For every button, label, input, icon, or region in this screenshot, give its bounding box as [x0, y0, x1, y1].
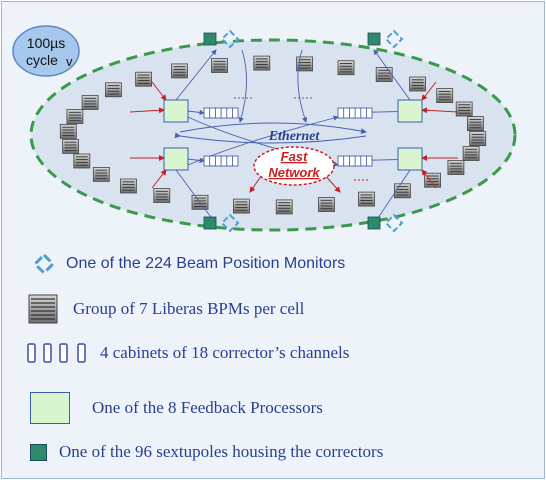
ethernet-link — [174, 122, 367, 144]
legend-bpm-text: One of the 224 Beam Position Monitors — [66, 255, 346, 272]
corrector-cabinets-icon — [27, 343, 86, 363]
fast-network-label-1: Fast — [281, 149, 308, 164]
libera-group-box — [253, 55, 271, 71]
bpm-monitor-diamond — [384, 29, 404, 49]
ethernet-arrow — [187, 109, 205, 116]
feedback-processor-box — [163, 99, 189, 123]
ethernet-arrow — [175, 169, 217, 225]
corrector-cabinet-set — [337, 107, 373, 119]
ethernet-arrow — [175, 49, 217, 101]
ethernet-arrow — [187, 115, 339, 166]
fast-network-ellipse — [253, 146, 335, 186]
libera-group-box — [337, 60, 355, 76]
libera-group-box — [447, 160, 465, 175]
legend-bpm: One of the 224 Beam Position Monitors — [32, 252, 345, 276]
libera-group-box — [232, 198, 250, 214]
libera-group-box — [409, 76, 427, 92]
libera-group-box — [92, 166, 110, 182]
libera-group-box — [358, 191, 375, 207]
legend-cabinets: 4 cabinets of 18 corrector’s channels — [26, 342, 349, 364]
ethernet-arrow — [187, 157, 205, 164]
fast-network-arrow — [151, 169, 167, 189]
libera-group-box — [171, 63, 188, 79]
legend-feedback-text: One of the 8 Feedback Processors — [92, 398, 323, 417]
legend-libera: Group of 7 Liberas BPMs per cell — [28, 294, 304, 324]
sextupole-box — [203, 216, 217, 230]
libera-group-box — [153, 188, 171, 203]
libera-group-box — [73, 153, 91, 169]
libera-group-box — [466, 116, 484, 131]
bpm-monitor-icon — [32, 252, 56, 276]
legend-sextupoles: One of the 96 sextupoles housing the cor… — [30, 442, 383, 462]
libera-group-box — [81, 95, 99, 110]
bpm-monitor-diamond — [220, 29, 240, 49]
corrector-cabinet-set — [337, 155, 373, 167]
ethernet-arrow — [373, 49, 411, 101]
fast-network-arrow — [129, 107, 165, 114]
sextupole-box — [367, 32, 381, 46]
ethernet-arrow — [238, 49, 247, 123]
sextupole-box — [367, 216, 381, 230]
bpm-monitor-diamond — [220, 213, 240, 233]
libera-group-box — [135, 71, 153, 87]
feedback-processor-box — [397, 147, 423, 171]
ethernet-label: Ethernet — [268, 129, 321, 144]
libera-group-box — [436, 88, 454, 103]
libera-group-icon — [28, 294, 58, 324]
corrector-cabinet-set — [203, 155, 239, 167]
libera-group-box — [62, 138, 79, 154]
feedback-processors — [163, 99, 423, 171]
corrector-cabinet-set — [203, 107, 239, 119]
feedback-processor-box — [397, 99, 423, 123]
sextupole-box — [203, 32, 217, 46]
libera-group-box — [455, 101, 473, 117]
ethernet-arrow — [373, 169, 411, 225]
feedback-processor-icon — [30, 392, 70, 424]
fast-network-label-2: Network — [268, 165, 320, 180]
libera-group-box — [424, 172, 442, 188]
svg-text:v: v — [66, 54, 73, 69]
libera-group-box — [105, 82, 122, 98]
feedback-processor-box — [163, 147, 189, 171]
legend-cabinets-text: 4 cabinets of 18 corrector’s channels — [100, 343, 350, 362]
svg-text:cycle: cycle — [26, 52, 58, 68]
libera-group-box — [211, 58, 228, 73]
corrector-cabinets — [203, 107, 373, 167]
libera-group-box — [375, 67, 393, 82]
sextupole-icon — [30, 443, 47, 461]
libera-group-box — [469, 131, 487, 147]
cycle-badge: 100µs cycle v — [12, 25, 80, 77]
fast-network-arrow — [421, 169, 437, 189]
libera-group-box — [59, 124, 77, 139]
fast-network-arrow — [421, 107, 459, 114]
network-diagram: 100µs cycle v Ethernet Fast Network — [12, 25, 517, 233]
libera-group-box — [462, 146, 480, 161]
bpm-monitor-diamond — [384, 213, 404, 233]
legend-sextupoles-text: One of the 96 sextupoles housing the cor… — [59, 442, 384, 461]
svg-text:100µs: 100µs — [27, 35, 65, 51]
libera-group-box — [275, 199, 293, 215]
libera-group-box — [296, 56, 314, 72]
legend-feedback: One of the 8 Feedback Processors — [30, 392, 323, 424]
legend-libera-text: Group of 7 Liberas BPMs per cell — [73, 299, 305, 318]
libera-group-box — [393, 183, 411, 199]
libera-group-box — [66, 109, 84, 124]
libera-group-box — [120, 178, 137, 194]
libera-group-box — [318, 197, 335, 212]
fast-network-arrow — [151, 81, 167, 101]
sextupoles — [203, 29, 404, 233]
libera-bpm-groups — [59, 55, 487, 215]
ethernet-arrow — [297, 49, 308, 123]
fast-network-arrow — [421, 81, 437, 101]
